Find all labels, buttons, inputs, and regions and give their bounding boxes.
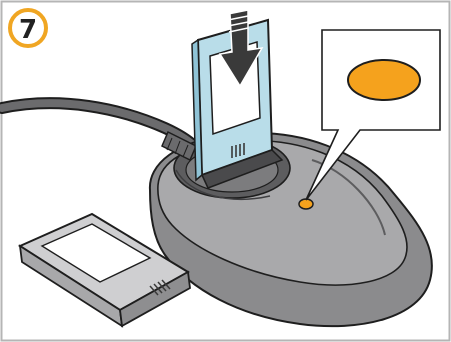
step-number: 7 xyxy=(19,15,37,45)
led-callout-magnified xyxy=(348,60,420,100)
charging-led-indicator xyxy=(299,199,313,209)
step-badge: 7 xyxy=(10,10,46,46)
